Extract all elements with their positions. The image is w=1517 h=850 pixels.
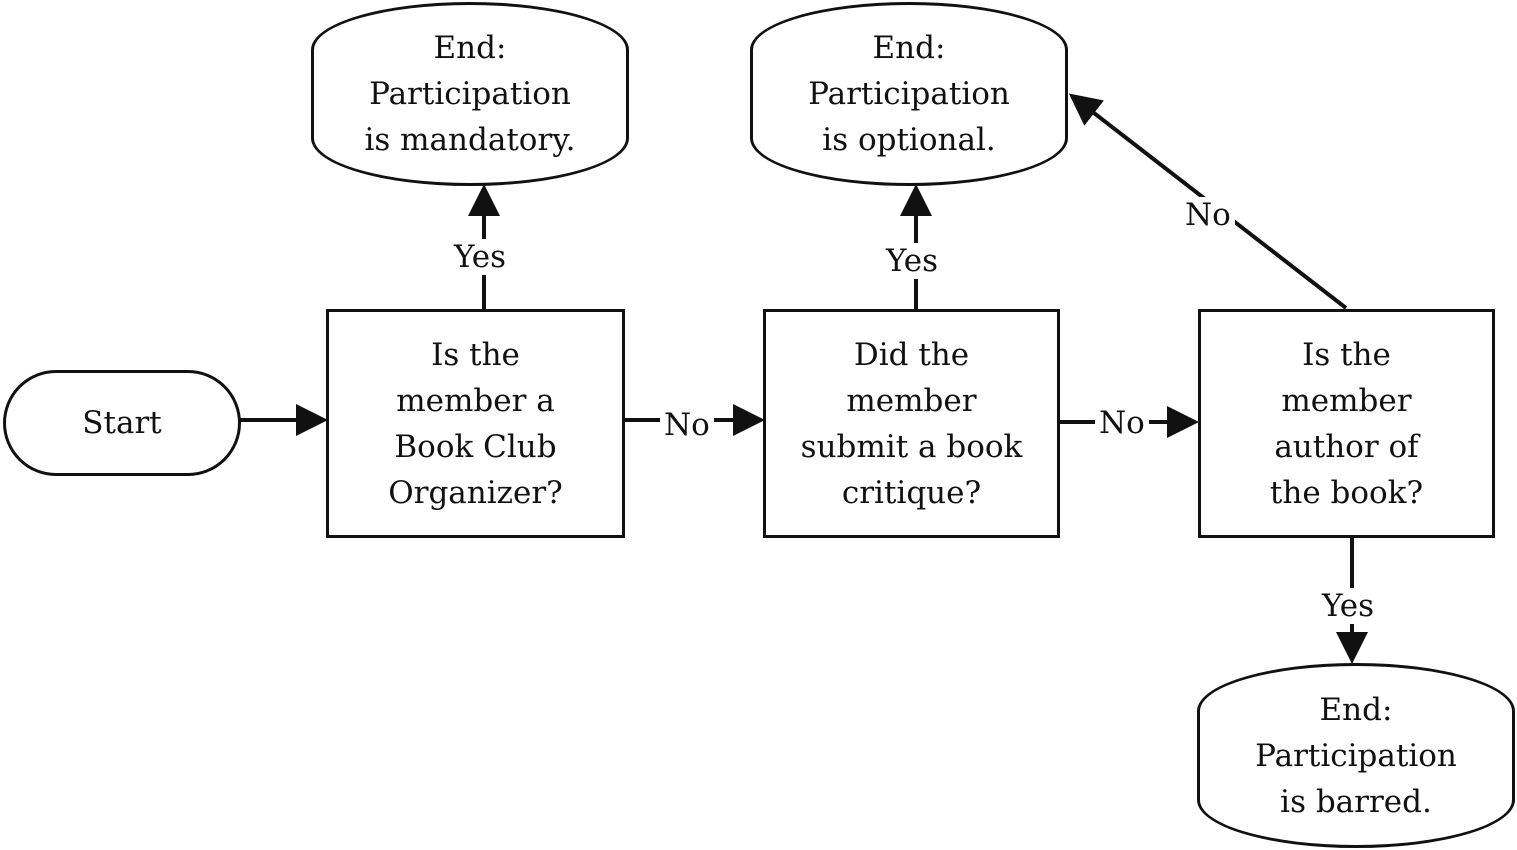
start-terminal: Start bbox=[3, 370, 241, 476]
decision-critique-label: Did the member submit a book critique? bbox=[800, 336, 1023, 511]
decision-author: Is the member author of the book? bbox=[1198, 309, 1495, 538]
end-barred-label: End: Participation is barred. bbox=[1255, 691, 1457, 820]
edge-label-critique-no: No bbox=[1095, 405, 1149, 441]
end-mandatory-label: End: Participation is mandatory. bbox=[364, 30, 576, 158]
end-optional-label: End: Participation is optional. bbox=[808, 30, 1010, 158]
decision-critique: Did the member submit a book critique? bbox=[763, 309, 1060, 538]
end-barred-terminal: End: Participation is barred. bbox=[1197, 663, 1515, 848]
decision-organizer-label: Is the member a Book Club Organizer? bbox=[388, 336, 563, 511]
edge-label-organizer-no: No bbox=[660, 407, 714, 443]
end-optional-terminal: End: Participation is optional. bbox=[750, 2, 1068, 186]
start-label: Start bbox=[82, 405, 162, 441]
decision-author-label: Is the member author of the book? bbox=[1269, 336, 1424, 511]
edge-label-organizer-yes: Yes bbox=[450, 239, 511, 275]
end-mandatory-terminal: End: Participation is mandatory. bbox=[311, 2, 629, 186]
decision-organizer: Is the member a Book Club Organizer? bbox=[326, 309, 625, 538]
edge-label-author-no: No bbox=[1181, 197, 1235, 233]
edge-label-critique-yes: Yes bbox=[882, 243, 943, 279]
edge-label-author-yes: Yes bbox=[1318, 588, 1379, 624]
